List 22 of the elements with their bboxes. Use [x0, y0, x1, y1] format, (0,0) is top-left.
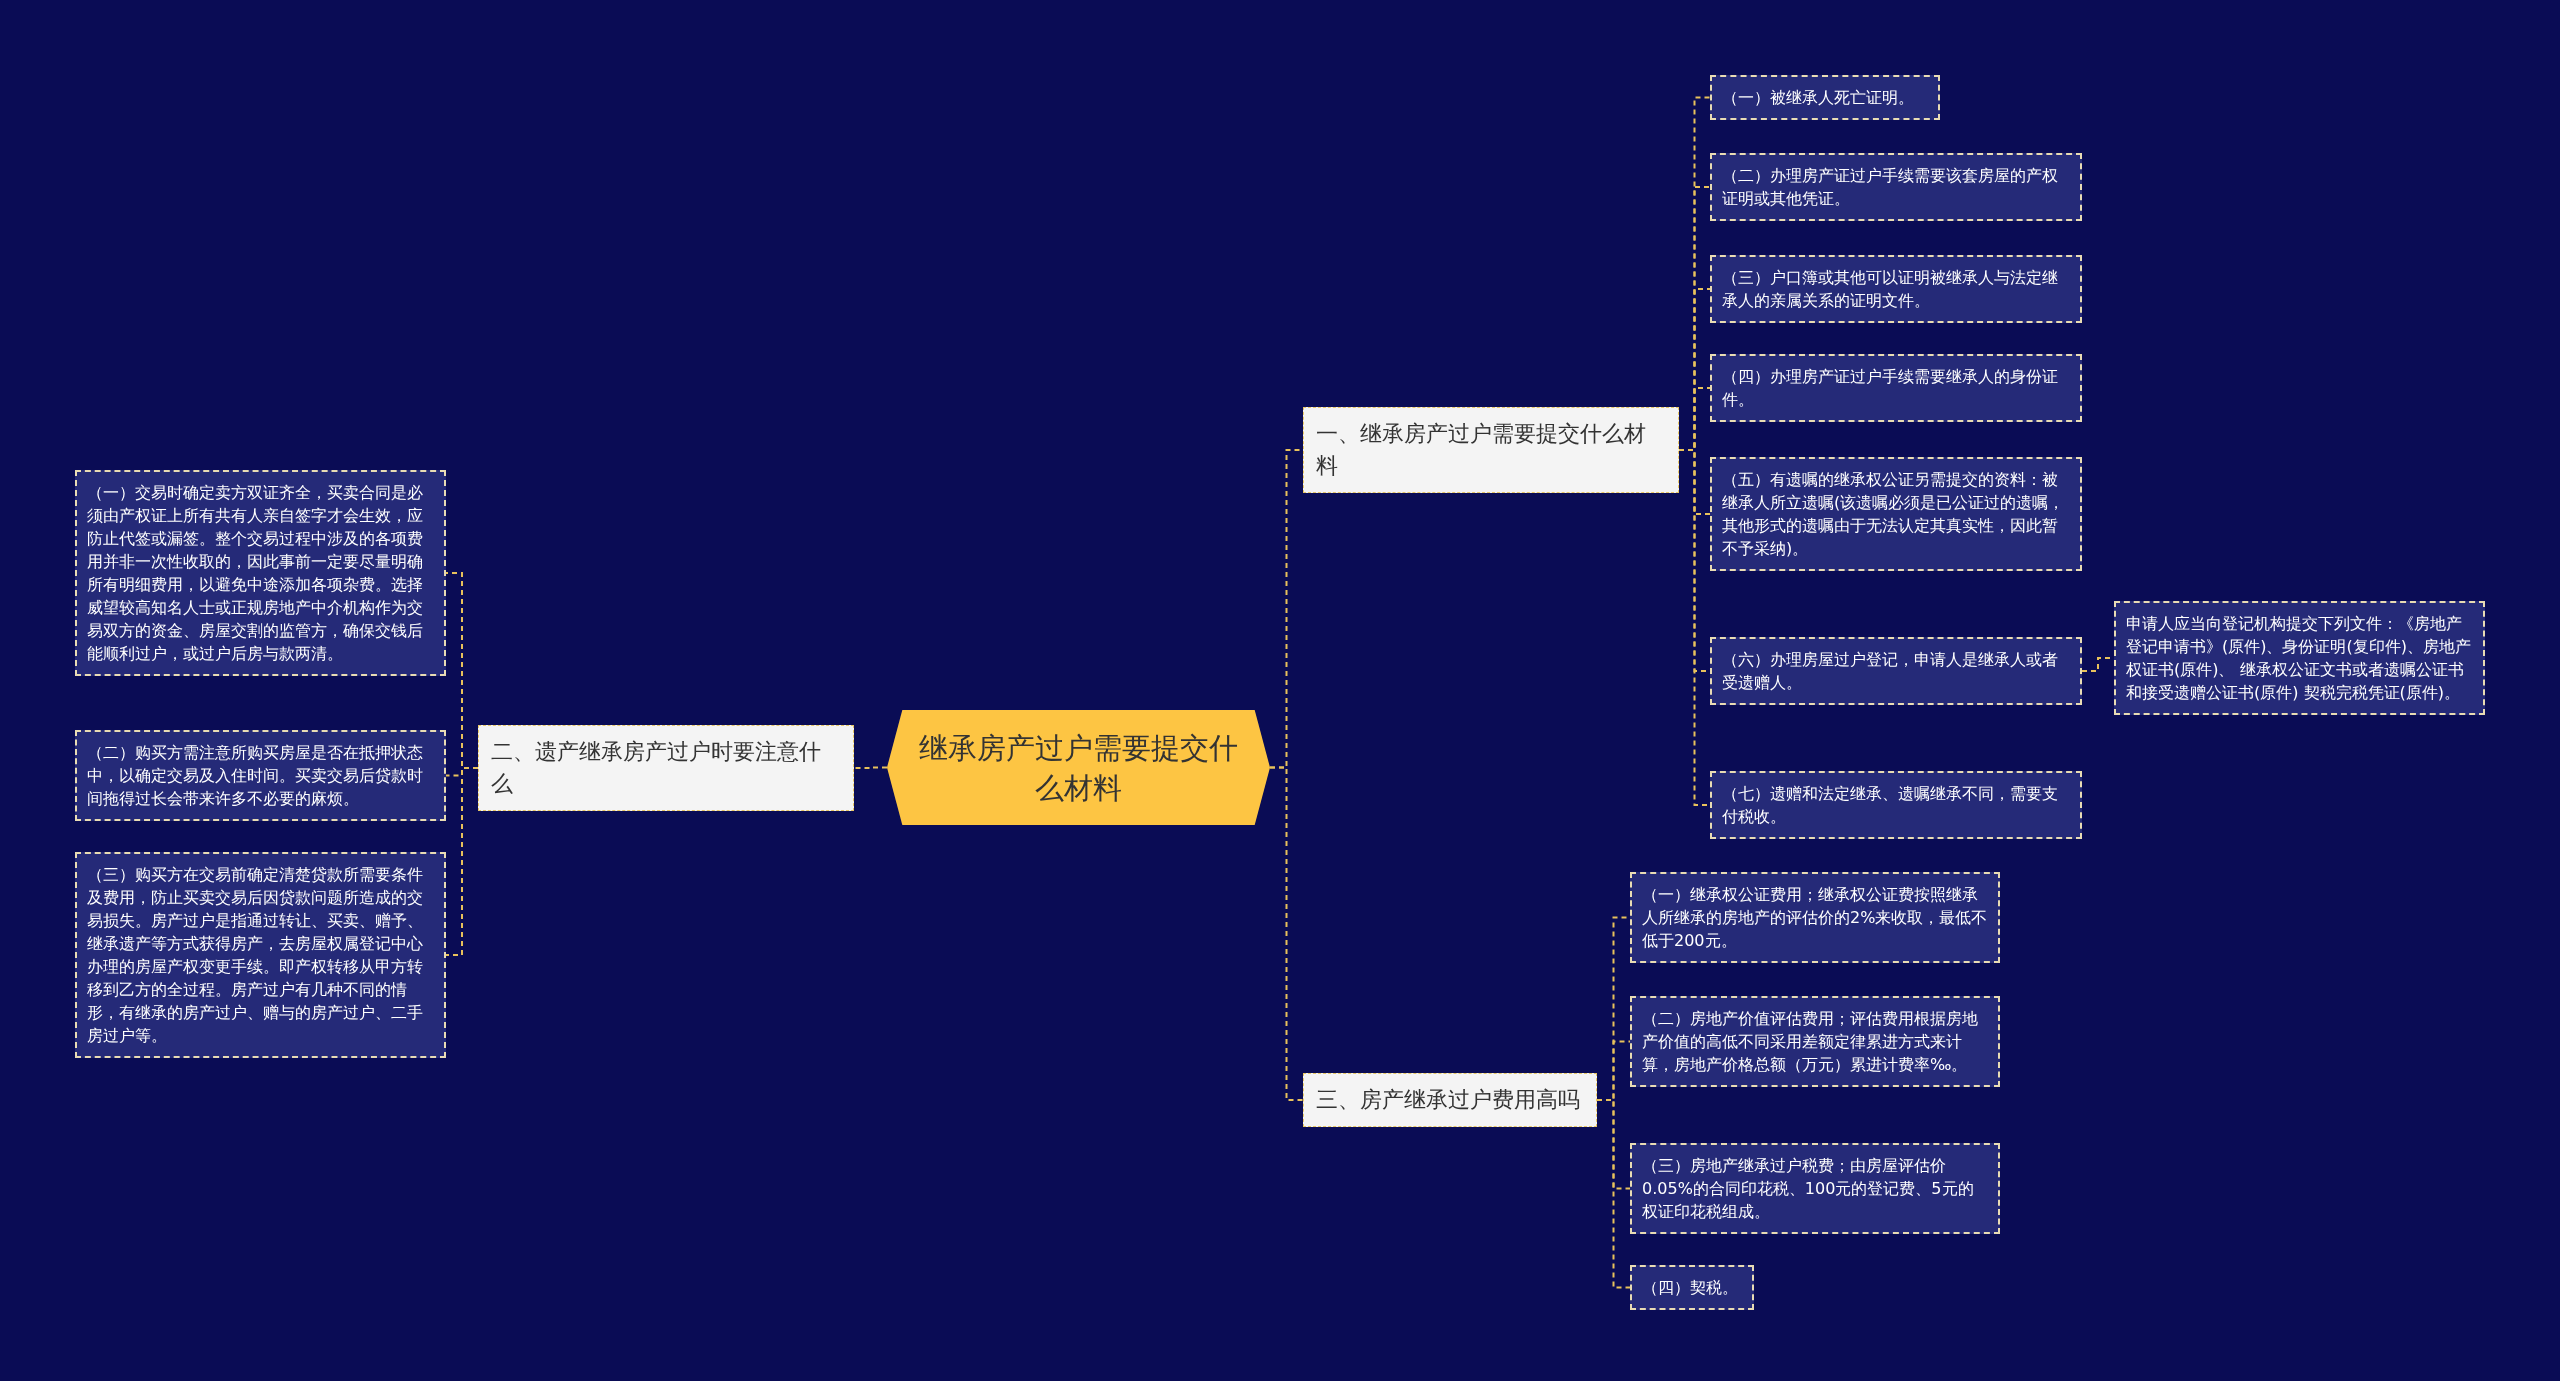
detail-box: （四）办理房产证过户手续需要继承人的身份证件。 — [1710, 354, 2082, 422]
topic-box: 三、房产继承过户费用高吗 — [1303, 1073, 1597, 1127]
detail-box: （三）购买方在交易前确定清楚贷款所需要条件及费用，防止买卖交易后因贷款问题所造成的交易损失。房产过户是指通过转让、买卖、赠予、继承遗产等方式获得房产，去房屋权属登记中心办理的房屋产权变更手续。即产权转移从甲方转移到乙方的全过程。房产过户有几种不同的情形，有继承的房产过户、赠与的房产过户、二手房过户等。 — [75, 852, 446, 1058]
connector-line — [1269, 766, 1304, 1101]
detail-box: （四）契税。 — [1630, 1265, 1754, 1310]
connector-line — [853, 766, 888, 769]
connector-line — [445, 767, 479, 956]
topic-box: 二、遗产继承房产过户时要注意什么 — [478, 725, 854, 811]
detail-box: （一）被继承人死亡证明。 — [1710, 75, 1940, 120]
detail-box: （一）继承权公证费用；继承权公证费按照继承人所继承的房地产的评估价的2%来收取，最低不低于200元。 — [1630, 872, 2000, 963]
detail-box: （七）遗赠和法定继承、遗嘱继承不同，需要支付税收。 — [1710, 771, 2082, 839]
detail-box: （二）房地产价值评估费用；评估费用根据房地产价值的高低不同采用差额定律累进方式来计算，房地产价格总额（万元）累进计费率‰。 — [1630, 996, 2000, 1087]
detail-box: （三）户口簿或其他可以证明被继承人与法定继承人的亲属关系的证明文件。 — [1710, 255, 2082, 323]
detail-box: （一）交易时确定卖方双证齐全，买卖合同是必须由产权证上所有共有人亲自签字才会生效，应防止代签或漏签。整个交易过程中涉及的各项费用并非一次性收取的，因此事前一定要尽量明确所有明细费用，以避免中途添加各项杂费。选择威望较高知名人士或正规房地产中介机构作为交易双方的资金、房屋交割的监管方，确保交钱后能顺利过户，或过户后房与款两清。 — [75, 470, 446, 676]
connector-line — [1596, 1099, 1631, 1289]
topic-box: 一、继承房产过户需要提交什么材料 — [1303, 407, 1679, 493]
detail-box: （二）办理房产证过户手续需要该套房屋的产权证明或其他凭证。 — [1710, 153, 2082, 221]
detail-box: （五）有遗嘱的继承权公证另需提交的资料：被继承人所立遗嘱(该遗嘱必须是已公证过的遗嘱，其他形式的遗嘱由于无法认定其真实性，因此暂不予采纳)。 — [1710, 457, 2082, 571]
detail-box: （六）办理房屋过户登记，申请人是继承人或者受遗赠人。 — [1710, 637, 2082, 705]
detail-box: （三）房地产继承过户税费；由房屋评估价0.05%的合同印花税、100元的登记费、5元的权证印花税组成。 — [1630, 1143, 2000, 1234]
detail-box: 申请人应当向登记机构提交下列文件：《房地产登记申请书》(原件)、身份证明(复印件)、房地产权证书(原件)、 继承权公证文书或者遗嘱公证书和接受遗赠公证书(原件) 契税完税凭证(原件)。 — [2114, 601, 2485, 715]
detail-box: （二）购买方需注意所购买房屋是否在抵押状态中，以确定交易及入住时间。买卖交易后贷款时间拖得过长会带来许多不必要的麻烦。 — [75, 730, 446, 821]
